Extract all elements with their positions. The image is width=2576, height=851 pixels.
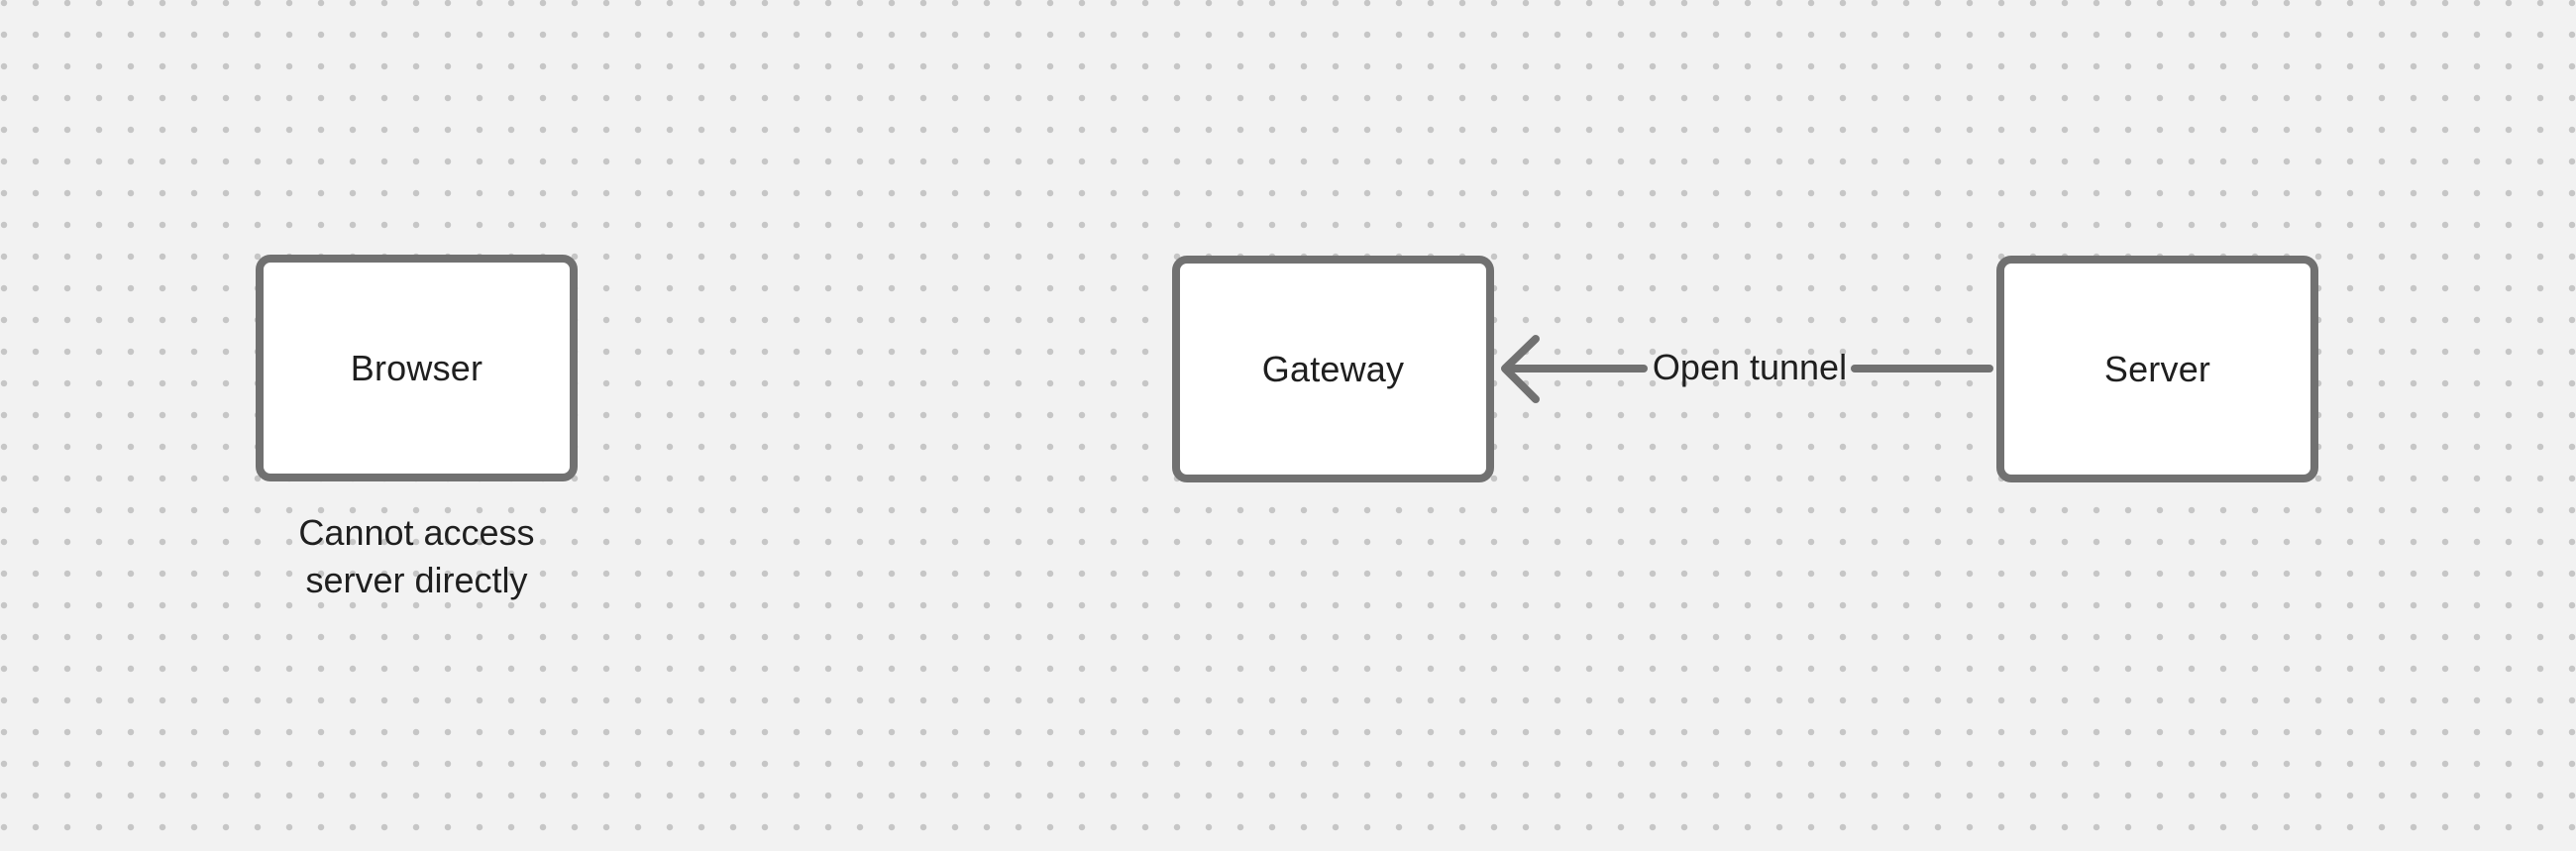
browser-note-line1: Cannot access <box>298 512 535 553</box>
node-browser-label: Browser <box>350 347 483 388</box>
browser-note-line2: server directly <box>305 560 528 600</box>
open-tunnel-label[interactable]: Open tunnel <box>1652 347 1848 387</box>
node-browser[interactable]: Browser <box>256 255 578 481</box>
node-gateway-label: Gateway <box>1261 348 1405 389</box>
node-gateway[interactable]: Gateway <box>1172 256 1494 482</box>
node-server[interactable]: Server <box>1996 256 2318 482</box>
browser-note[interactable]: Cannot access server directly <box>231 509 602 604</box>
node-server-label: Server <box>2103 348 2211 389</box>
